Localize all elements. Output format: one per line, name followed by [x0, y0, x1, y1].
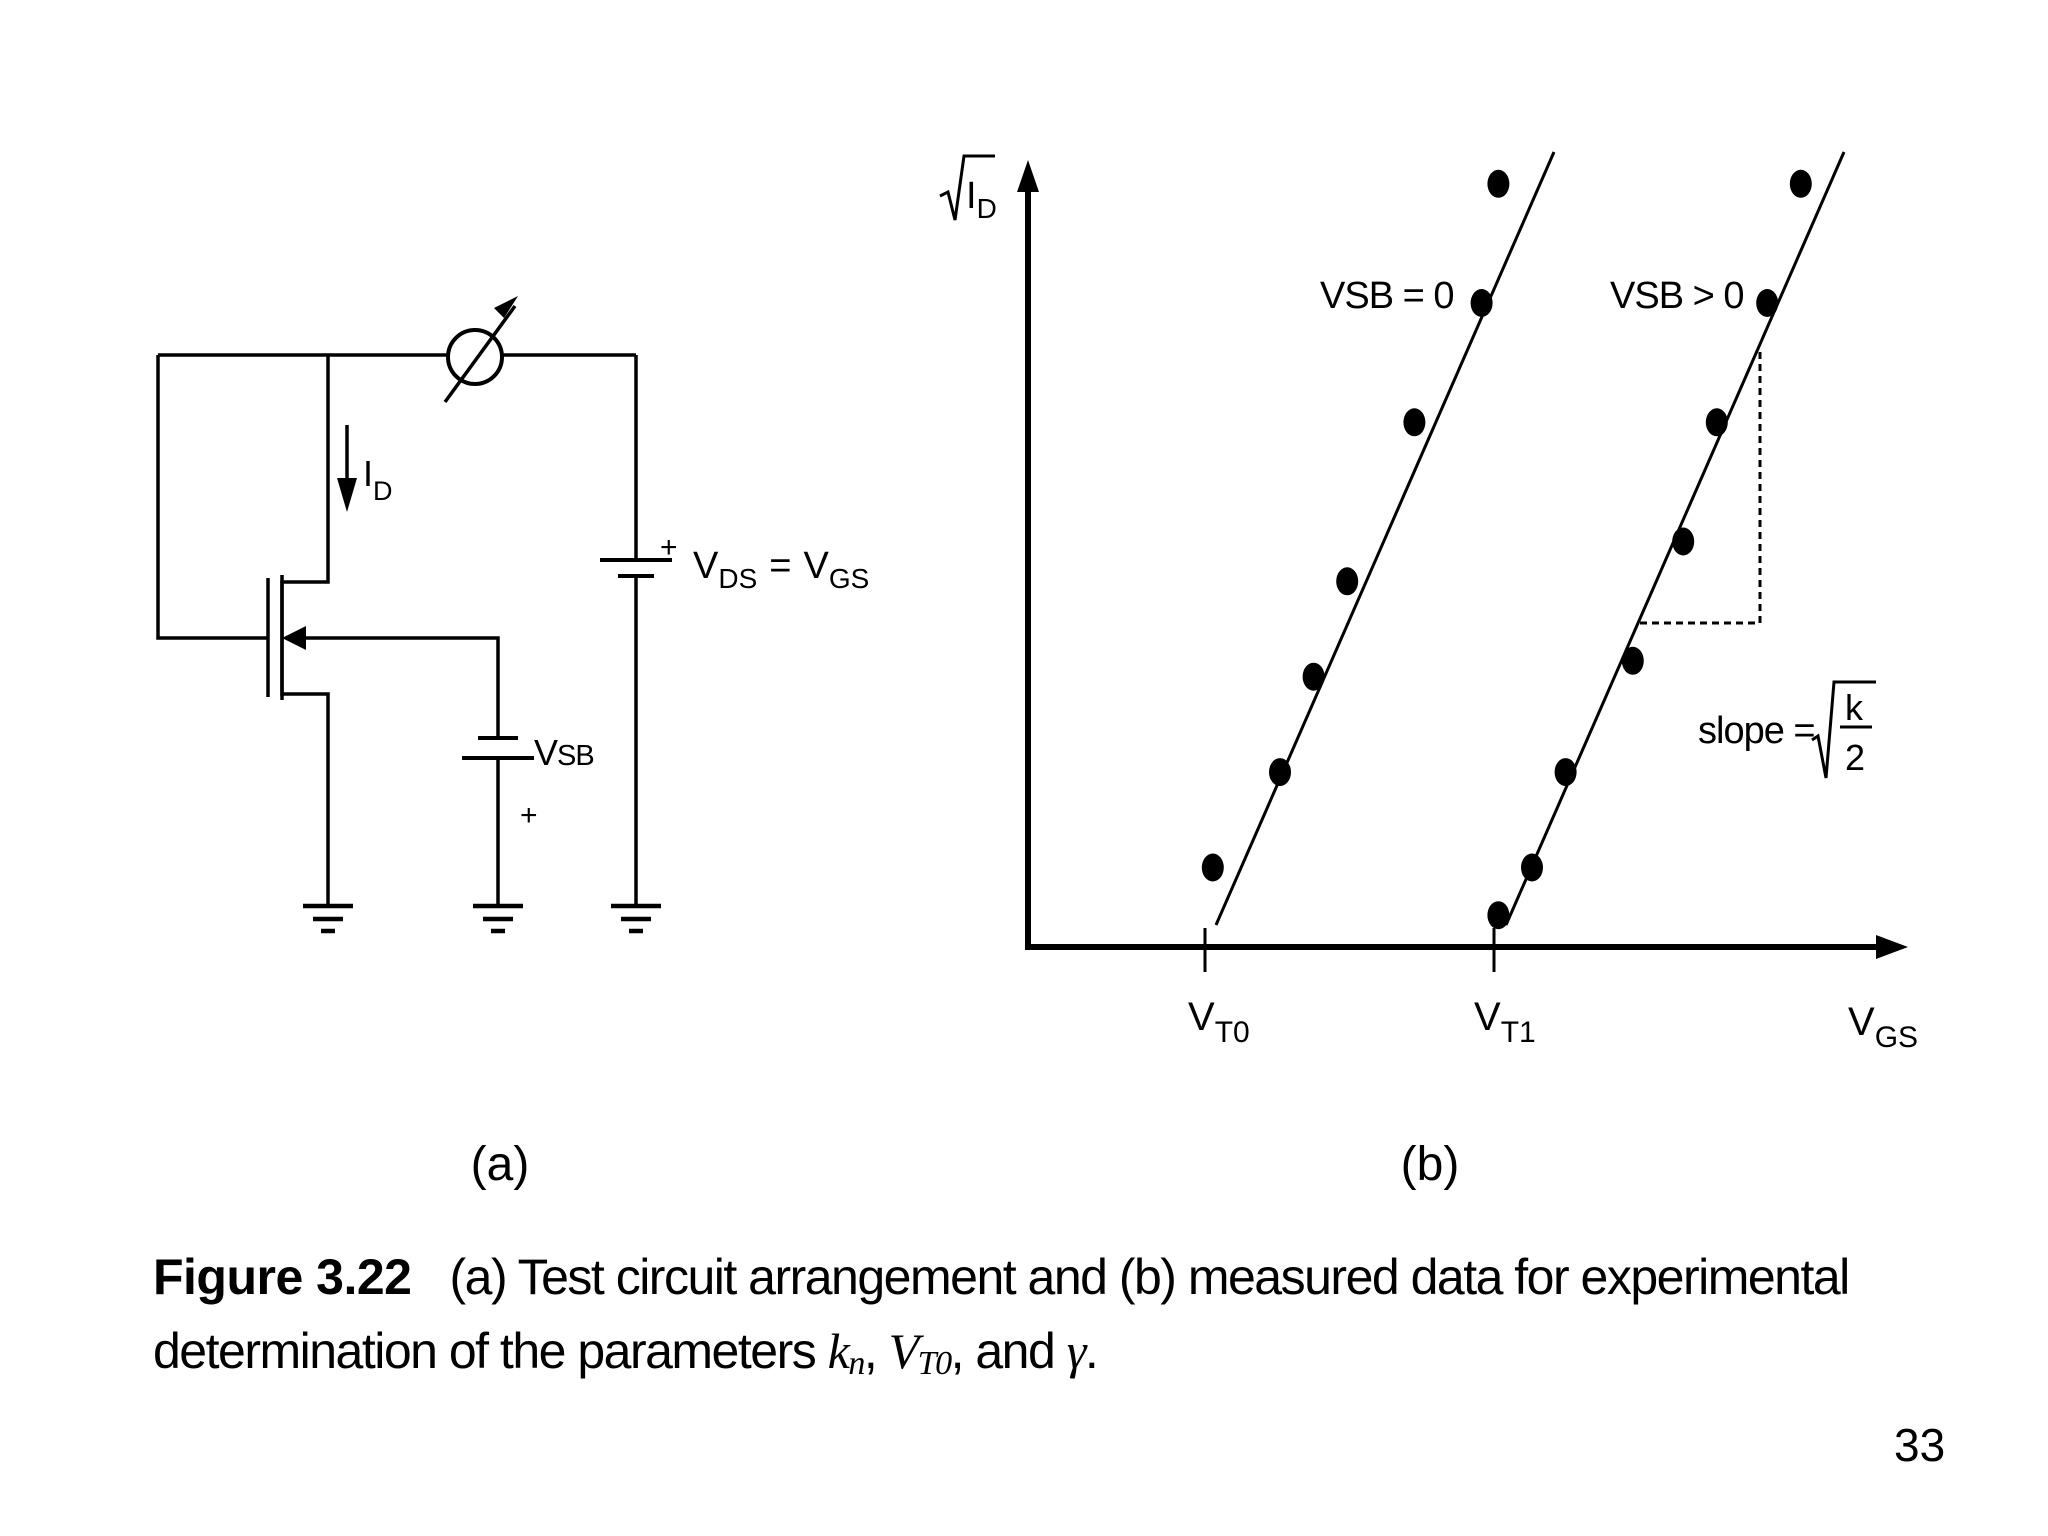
ammeter-symbol — [443, 296, 518, 404]
slope-denominator: 2 — [1845, 737, 1865, 778]
vds-battery — [600, 558, 672, 578]
slope-triangle — [1640, 350, 1762, 625]
ground-symbol-drain — [303, 903, 353, 934]
vt1-tick-label: VT1 — [1474, 995, 1536, 1049]
data-point-series-2-2 — [1521, 853, 1543, 882]
caption-k: kn — [827, 1323, 866, 1382]
data-point-series-1-4 — [1336, 567, 1359, 596]
slope-sqrt-sign — [1811, 680, 1876, 779]
data-point-series-1-3 — [1302, 662, 1325, 691]
vt0-tick-label: VT0 — [1188, 995, 1250, 1049]
drain-current-label: ID — [363, 453, 393, 506]
y-axis-arrowhead — [1017, 160, 1039, 192]
page-number: 33 — [1894, 1419, 1946, 1471]
caption-line-1: (a) Test circuit arrangement and (b) mea… — [449, 1249, 1851, 1305]
svg-text:ID: ID — [966, 175, 997, 224]
caption-sep-2: , and — [950, 1323, 1067, 1379]
figure-number: Figure 3.22 — [153, 1249, 412, 1305]
ground-symbol-body — [473, 903, 523, 934]
vsb-plus-sign: + — [520, 799, 538, 832]
vsb-battery — [462, 736, 534, 760]
line-label-vsb-zero: VSB = 0 — [1320, 275, 1453, 317]
slope-label: slope = — [1698, 710, 1815, 752]
body-arrow — [282, 626, 306, 650]
slope-numerator: k — [1845, 687, 1864, 728]
data-point-series-2-4 — [1621, 646, 1644, 675]
gate-wire — [156, 355, 268, 640]
caption-sep-1: , — [863, 1323, 889, 1379]
body-wire — [300, 636, 500, 738]
fit-line-vsb-zero — [1214, 151, 1556, 926]
y-axis-label: ID — [939, 154, 997, 224]
vds-equals-vgs-label: VDS=VGS — [693, 545, 869, 594]
figure-caption: Figure 3.22 (a) Test circuit arrangement … — [153, 1240, 1913, 1401]
test-circuit — [156, 353, 638, 894]
plot-axes — [1017, 160, 1908, 959]
slope-annotation: slope = k 2 — [1698, 680, 1876, 779]
data-point-series-1-2 — [1269, 758, 1291, 787]
line-label-vsb-positive: VSB > 0 — [1610, 275, 1743, 317]
x-axis-arrowhead — [1876, 935, 1908, 959]
caption-gamma: γ — [1066, 1323, 1087, 1379]
data-point-series-1-6 — [1470, 289, 1493, 317]
vds-plus-sign: + — [660, 531, 678, 564]
drain-current-arrow — [337, 425, 357, 512]
data-point-series-2-7 — [1756, 289, 1779, 317]
panel-a-sublabel: (a) — [471, 1138, 530, 1191]
data-point-series-1-7 — [1487, 169, 1510, 198]
data-point-series-2-3 — [1554, 758, 1577, 787]
caption-line-2: determination of the parameters — [153, 1323, 828, 1379]
data-points — [1201, 169, 1812, 930]
x-axis-label: VGS — [1848, 1000, 1918, 1054]
data-point-series-2-1 — [1487, 901, 1510, 930]
caption-end: . — [1084, 1323, 1099, 1379]
vsb-label: VSB — [534, 732, 594, 773]
caption-vt0: VT0 — [888, 1323, 952, 1382]
panel-b-sublabel: (b) — [1401, 1138, 1460, 1191]
data-point-series-2-5 — [1672, 527, 1695, 556]
ground-symbol-supply — [611, 903, 661, 934]
data-point-series-2-8 — [1789, 169, 1812, 198]
data-point-series-1-1 — [1201, 853, 1224, 882]
sqrt-sign — [939, 154, 995, 221]
data-point-series-1-5 — [1403, 408, 1426, 437]
drain-wire — [280, 355, 330, 894]
data-point-series-2-6 — [1705, 408, 1728, 437]
